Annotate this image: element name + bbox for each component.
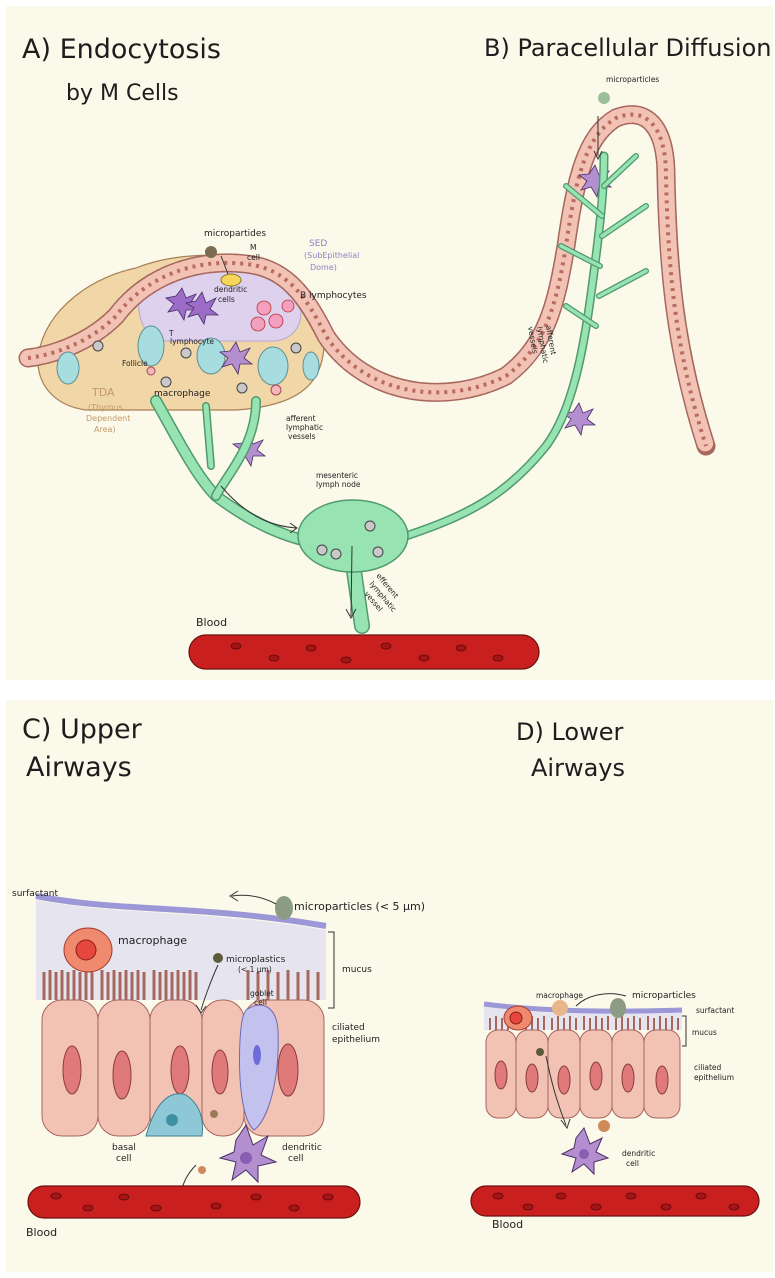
label-dendritic-d-2: cell bbox=[626, 1159, 639, 1168]
microplastic-c-3 bbox=[198, 1166, 206, 1174]
dendritic-cell-c-nucleus bbox=[240, 1152, 252, 1164]
label-micropartides: micropartides bbox=[204, 229, 266, 239]
label-sed-2: (SubEpithelial bbox=[304, 251, 359, 260]
label-macrophage-a: macrophage bbox=[154, 389, 211, 399]
label-surfactant-c: surfactant bbox=[12, 889, 58, 899]
basal-cell-nucleus bbox=[166, 1114, 178, 1126]
intestine-diagram: A) Endocytosis by M Cells B) Paracellula… bbox=[6, 6, 773, 680]
mucus-bracket-c bbox=[328, 932, 334, 1008]
panel-a-title-line2: by M Cells bbox=[66, 81, 179, 106]
label-ciliated-d-2: epithelium bbox=[694, 1073, 734, 1082]
label-dendritic-2: cells bbox=[218, 295, 235, 304]
label-m-cell-2: cell bbox=[247, 253, 260, 262]
label-microparticles-d: microparticles bbox=[632, 991, 696, 1001]
panel-c-title-line2: Airways bbox=[26, 752, 132, 783]
label-afferent-left-2: lymphatic bbox=[286, 423, 323, 432]
label-afferent-left-3: vessels bbox=[288, 432, 316, 441]
label-dendritic-c-2: cell bbox=[288, 1154, 304, 1164]
label-ciliated-d-1: ciliated bbox=[694, 1063, 722, 1072]
label-ciliated-c-1: ciliated bbox=[332, 1023, 365, 1033]
macrophage-d-nucleus bbox=[510, 1012, 522, 1024]
label-mesenteric-1: mesenteric bbox=[316, 471, 358, 480]
label-dendritic-c-1: dendritic bbox=[282, 1143, 322, 1153]
panel-b-title: B) Paracellular Diffusion bbox=[484, 34, 771, 62]
label-blood-c: Blood bbox=[26, 1226, 57, 1239]
label-macrophage-c: macrophage bbox=[118, 934, 187, 947]
label-blood-top: Blood bbox=[196, 616, 227, 629]
microparticle-d-2 bbox=[552, 1000, 568, 1016]
blood-vessel-c bbox=[28, 1186, 360, 1218]
goblet-cell-nucleus bbox=[253, 1045, 261, 1065]
mesenteric-lymph-node bbox=[298, 500, 408, 572]
label-goblet-c-1: goblet bbox=[250, 989, 274, 998]
label-basal-c-1: basal bbox=[112, 1143, 136, 1153]
label-blood-d: Blood bbox=[492, 1218, 523, 1231]
airways-panel: C) Upper Airways D) Lower Airways bbox=[6, 700, 773, 1272]
microparticle-d-4 bbox=[598, 1120, 610, 1132]
label-mucus-c: mucus bbox=[342, 965, 372, 975]
label-m-cell-1: M bbox=[250, 243, 256, 252]
macrophage-c-nucleus bbox=[76, 940, 96, 960]
microparticle-c bbox=[275, 896, 293, 920]
label-tda-2: (Thymus bbox=[88, 403, 123, 412]
label-mucus-d: mucus bbox=[692, 1028, 717, 1037]
label-b-lymphocytes: B lymphocytes bbox=[300, 291, 367, 301]
label-t-lymphocyte-2: lymphocyte bbox=[170, 337, 214, 346]
dendritic-cell-d-nucleus bbox=[579, 1149, 589, 1159]
label-sed-1: SED bbox=[309, 239, 327, 249]
microparticle-a bbox=[205, 246, 217, 258]
intestine-panel: A) Endocytosis by M Cells B) Paracellula… bbox=[6, 6, 773, 680]
label-basal-c-2: cell bbox=[116, 1154, 132, 1164]
label-microparticles-c: microparticles (< 5 µm) bbox=[294, 900, 425, 913]
label-afferent-left-1: afferent bbox=[286, 414, 316, 423]
label-surfactant-d: surfactant bbox=[696, 1006, 734, 1015]
label-macrophage-d: macrophage bbox=[536, 991, 583, 1000]
label-microplastics-c-1: microplastics bbox=[226, 955, 286, 965]
label-goblet-c-2: cell bbox=[254, 998, 267, 1007]
microparticle-d-3 bbox=[536, 1048, 544, 1056]
microplastic-c-2 bbox=[210, 1110, 218, 1118]
microplastic-c bbox=[213, 953, 223, 963]
label-tda-1: TDA bbox=[91, 386, 115, 399]
panel-d-title-line1: D) Lower bbox=[516, 718, 624, 746]
label-dendritic-d-1: dendritic bbox=[622, 1149, 655, 1158]
panel-d-title-line2: Airways bbox=[531, 754, 625, 782]
label-dendritic-1: dendritic bbox=[214, 285, 247, 294]
label-tda-4: Area) bbox=[94, 425, 116, 434]
label-microplastics-c-2: (< 1 µm) bbox=[238, 965, 272, 974]
panel-a-title-line1: A) Endocytosis bbox=[22, 34, 221, 65]
label-follicle: Follicle bbox=[122, 359, 148, 368]
blood-vessel-d bbox=[471, 1186, 759, 1216]
label-microparticles-b: microparticles bbox=[606, 75, 659, 84]
airways-diagram: C) Upper Airways D) Lower Airways bbox=[6, 700, 773, 1272]
label-ciliated-c-2: epithelium bbox=[332, 1035, 380, 1045]
microparticle-d bbox=[610, 998, 626, 1018]
label-mesenteric-2: lymph node bbox=[316, 480, 361, 489]
microparticle-b bbox=[598, 92, 610, 104]
label-tda-3: Dependent bbox=[86, 414, 130, 423]
blood-vessel bbox=[189, 635, 539, 669]
ciliated-epithelium-d bbox=[486, 1016, 680, 1118]
panel-c-title-line1: C) Upper bbox=[22, 714, 143, 745]
mucus-bracket-d bbox=[682, 1016, 686, 1046]
label-sed-3: Dome) bbox=[310, 263, 337, 272]
